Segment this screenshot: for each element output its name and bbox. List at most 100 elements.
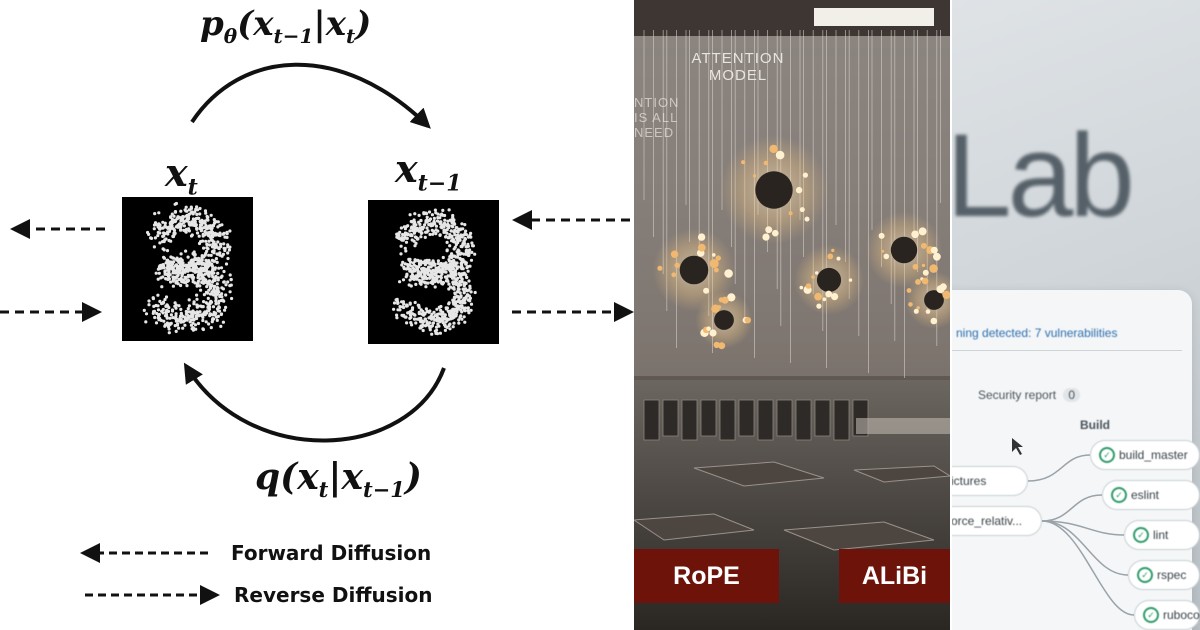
noise-point <box>226 280 230 284</box>
noisy-sample-xt <box>122 197 253 341</box>
noise-point <box>460 317 464 321</box>
noise-point <box>191 275 195 279</box>
noise-point <box>158 299 162 303</box>
cylinder <box>662 399 679 437</box>
noise-point <box>191 260 195 264</box>
legend-reverse-label: Reverse Diffusion <box>234 583 433 607</box>
noise-point <box>171 256 176 260</box>
noise-point <box>471 244 475 248</box>
noise-point <box>401 260 405 264</box>
noise-point <box>457 249 461 253</box>
noise-point <box>423 223 427 227</box>
noise-point <box>443 328 447 332</box>
noise-point <box>151 296 155 300</box>
noise-point <box>441 255 445 260</box>
noise-point <box>429 270 433 274</box>
noise-point <box>216 220 220 224</box>
noise-point <box>405 321 409 325</box>
noise-point <box>435 307 439 311</box>
noise-point <box>207 274 211 278</box>
noise-point <box>428 232 432 237</box>
noise-point <box>469 235 473 239</box>
noise-point <box>416 259 420 263</box>
noise-point <box>452 295 456 299</box>
noise-point <box>181 261 185 265</box>
success-check-icon: ✓ <box>1133 527 1149 543</box>
noise-point <box>433 280 437 284</box>
noise-point <box>206 218 210 222</box>
noise-point <box>174 257 178 261</box>
noise-point <box>209 253 213 257</box>
noise-pattern-xt-1 <box>392 208 477 336</box>
noise-point <box>464 262 468 266</box>
noise-point <box>462 252 466 256</box>
noise-point <box>167 327 171 331</box>
noise-point <box>214 296 218 301</box>
alibi-badge: ALiBi <box>839 549 950 603</box>
noise-point <box>432 261 436 265</box>
noise-point <box>454 264 458 268</box>
success-check-icon: ✓ <box>1137 567 1153 583</box>
job-pill-left-1[interactable]: ictures <box>952 466 1028 496</box>
noise-point <box>219 324 223 328</box>
noise-point <box>177 304 181 308</box>
chandelier-bulb <box>908 302 913 307</box>
noise-point <box>173 264 178 268</box>
job-pill-left-2[interactable]: orce_relativ... <box>952 506 1042 536</box>
noise-point <box>222 280 226 284</box>
job-pill-lint[interactable]: ✓lint <box>1124 520 1200 550</box>
noise-point <box>449 309 453 313</box>
noise-point <box>166 304 170 308</box>
noise-point <box>434 232 438 236</box>
noise-point <box>179 307 183 311</box>
noise-point <box>218 293 222 297</box>
job-pill-rspec[interactable]: ✓rspec <box>1128 560 1200 590</box>
noise-point <box>408 302 412 306</box>
chandelier-bulb <box>805 283 812 289</box>
noise-point <box>194 257 198 261</box>
noise-point <box>195 231 200 235</box>
noise-point <box>466 306 470 310</box>
noise-point <box>437 265 441 269</box>
noise-point <box>441 266 445 270</box>
noise-point <box>171 316 175 320</box>
noise-point <box>211 235 215 239</box>
noise-point <box>199 271 203 275</box>
attention-illustration: ATTENTION MODEL NTION IS ALL NEED RoPE A… <box>634 0 950 630</box>
noise-point <box>403 315 407 319</box>
chandelier-bulb <box>670 250 679 258</box>
noise-point <box>398 230 402 234</box>
noise-point <box>202 269 206 273</box>
chandelier-core <box>924 290 944 310</box>
noise-point <box>416 237 420 241</box>
noise-point <box>410 273 415 277</box>
attention-scene <box>634 0 950 630</box>
noise-point <box>469 258 474 262</box>
chandelier-bulb <box>741 160 746 165</box>
noise-point <box>221 320 225 324</box>
noise-point <box>191 269 195 273</box>
job-pill-build-master[interactable]: ✓build_master <box>1090 440 1200 470</box>
noise-point <box>155 311 159 316</box>
noise-point <box>470 241 474 245</box>
noise-point <box>168 316 172 320</box>
security-report-tab[interactable]: Security report 0 <box>978 388 1081 402</box>
chandelier-bulb <box>912 263 919 270</box>
noise-point <box>448 327 452 331</box>
noise-point <box>173 301 177 305</box>
noise-point <box>444 267 448 271</box>
noise-point <box>205 225 209 230</box>
noise-point <box>447 323 451 328</box>
noise-point <box>439 279 443 283</box>
chandelier-bulb <box>827 253 834 260</box>
noise-point <box>219 242 223 246</box>
noise-point <box>404 240 409 244</box>
noise-point <box>179 264 183 268</box>
success-check-icon: ✓ <box>1143 607 1159 623</box>
noise-point <box>174 281 178 285</box>
noise-point <box>417 311 421 316</box>
job-pill-eslint[interactable]: ✓eslint <box>1102 480 1200 510</box>
noise-point <box>210 270 214 274</box>
noise-point <box>215 282 219 286</box>
chandelier-bulb <box>752 174 757 178</box>
